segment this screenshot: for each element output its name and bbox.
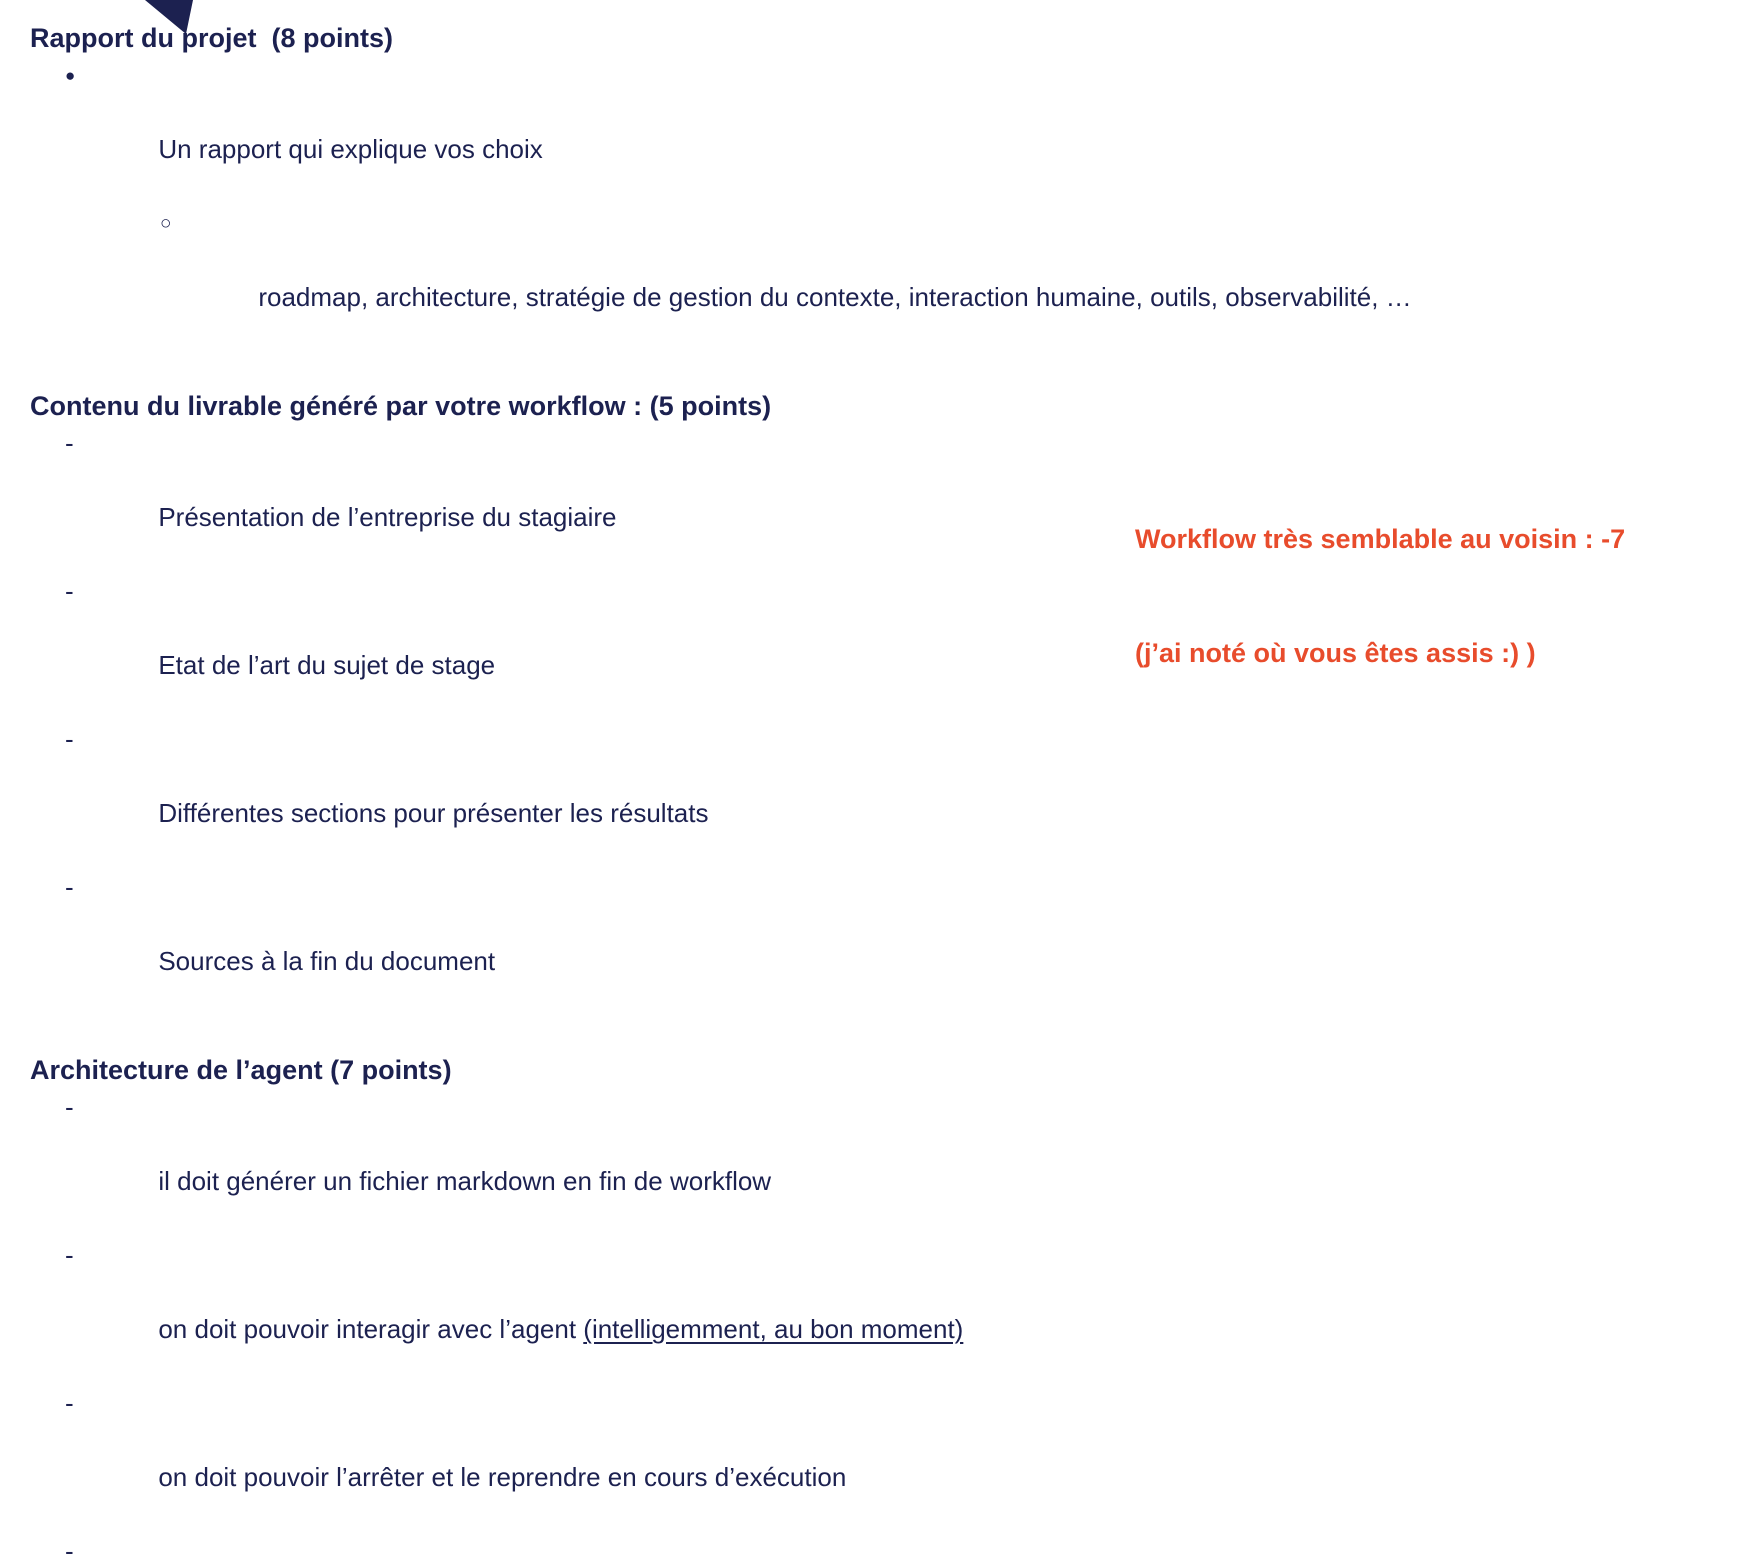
circle-bullet-icon: ○ <box>160 213 172 234</box>
list-item: - Présentation de l’entreprise du stagia… <box>30 425 1680 573</box>
list-item-text: Présentation de l’entreprise du stagiair… <box>158 502 617 532</box>
list-item: ● Un rapport qui explique vos choix <box>30 57 1680 205</box>
list-item-text: il doit générer un fichier markdown en f… <box>158 1166 772 1196</box>
dash-bullet-icon: - <box>65 1536 74 1558</box>
dash-bullet-icon: - <box>65 428 74 458</box>
list-item-text: Un rapport qui explique vos choix <box>158 134 543 164</box>
list-item-text: Sources à la fin du document <box>158 946 496 976</box>
section-architecture-de-l-agent: Architecture de l’agent (7 points) - il … <box>30 1052 1680 1558</box>
list-item: - on doit pouvoir interagir avec l’agent… <box>30 1237 1680 1385</box>
section-rapport-du-projet: Rapport du projet (8 points) ● Un rappor… <box>30 20 1680 353</box>
dash-bullet-icon: - <box>65 724 74 754</box>
section-heading: Architecture de l’agent (7 points) <box>30 1055 452 1085</box>
dash-bullet-icon: - <box>65 576 74 606</box>
list-item-text: Différentes sections pour présenter les … <box>158 798 709 828</box>
grader-comment: Workflow très semblable au voisin : -7 (… <box>1135 444 1625 710</box>
list-item-text: on doit pouvoir l’arrêter et le reprendr… <box>158 1462 847 1492</box>
list-item: - Sources à la fin du document <box>30 869 1680 1017</box>
dash-bullet-icon: - <box>65 872 74 902</box>
dash-bullet-icon: - <box>65 1240 74 1270</box>
grader-comment-line-2: (j’ai noté où vous êtes assis :) ) <box>1135 638 1536 668</box>
slide-corner-triangle-decoration <box>145 0 193 34</box>
list-item: - Etat de l’art du sujet de stage <box>30 573 1680 721</box>
section-heading: Rapport du projet (8 points) <box>30 23 393 53</box>
section-heading: Contenu du livrable généré par votre wor… <box>30 391 772 421</box>
list-item-text: Etat de l’art du sujet de stage <box>158 650 496 680</box>
list-subitem: ○ roadmap, architecture, stratégie de ge… <box>30 205 1680 353</box>
list-item-text: on doit pouvoir interagir avec l’agent (… <box>158 1314 963 1344</box>
disc-bullet-icon: ● <box>65 66 76 85</box>
list-item: - il doit générer un fichier markdown en… <box>30 1089 1680 1237</box>
list-item-text-underlined: (intelligemment, au bon moment) <box>583 1314 964 1344</box>
list-item-text: roadmap, architecture, stratégie de gest… <box>258 282 1412 312</box>
grader-comment-line-1: Workflow très semblable au voisin : -7 <box>1135 524 1626 554</box>
dash-bullet-icon: - <box>65 1092 74 1122</box>
list-item: - il doit savoir utiliser des outils (in… <box>30 1533 1680 1558</box>
dash-bullet-icon: - <box>65 1388 74 1418</box>
list-item-text-plain: on doit pouvoir interagir avec l’agent <box>158 1314 584 1344</box>
slide-body: Rapport du projet (8 points) ● Un rappor… <box>30 20 1680 1558</box>
list-item: - on doit pouvoir l’arrêter et le repren… <box>30 1385 1680 1533</box>
list-item: - Différentes sections pour présenter le… <box>30 721 1680 869</box>
